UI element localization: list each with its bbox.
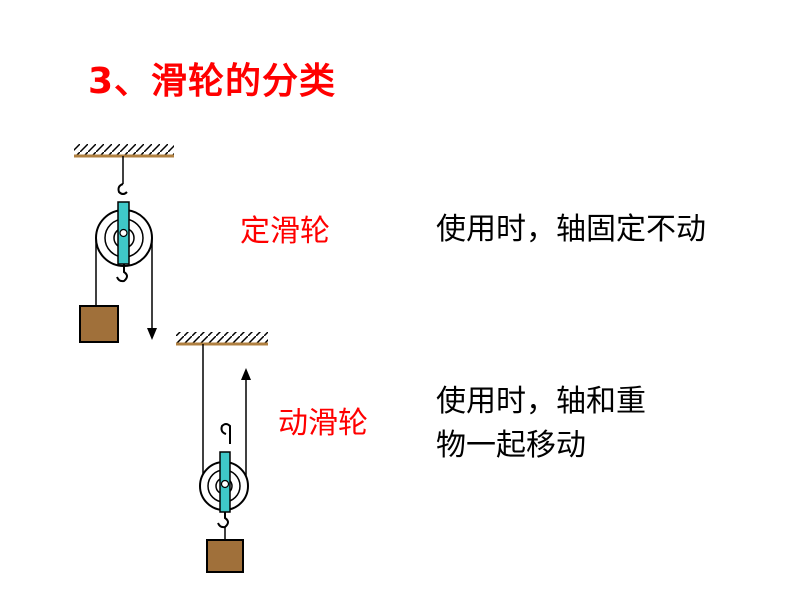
movable-description-line2: 物一起移动 xyxy=(436,428,586,463)
movable-ceiling xyxy=(176,332,268,344)
movable-axle xyxy=(220,479,230,489)
movable-pulley-label: 动滑轮 xyxy=(278,406,368,441)
slide-title: 3、滑轮的分类 xyxy=(88,61,337,102)
movable-bottom-hook xyxy=(217,512,229,529)
fixed-ceiling xyxy=(74,144,174,156)
fixed-weight xyxy=(79,305,119,343)
fixed-pulley-description: 使用时，轴固定不动 xyxy=(436,212,706,247)
movable-weight xyxy=(206,539,244,573)
fixed-pull-arrow xyxy=(147,328,157,340)
fixed-axle xyxy=(119,228,128,238)
fixed-pulley-label: 定滑轮 xyxy=(240,214,330,249)
fixed-top-hook xyxy=(117,183,128,195)
movable-top-hook xyxy=(220,423,231,444)
movable-pulley-description: 使用时，轴和重 物一起移动 xyxy=(436,380,646,468)
movable-description-line1: 使用时，轴和重 xyxy=(436,384,646,419)
fixed-pulley-assembly xyxy=(74,144,174,343)
movable-pulley-assembly xyxy=(176,332,268,573)
fixed-bottom-hook xyxy=(116,264,128,283)
movable-pull-arrow xyxy=(241,368,251,380)
